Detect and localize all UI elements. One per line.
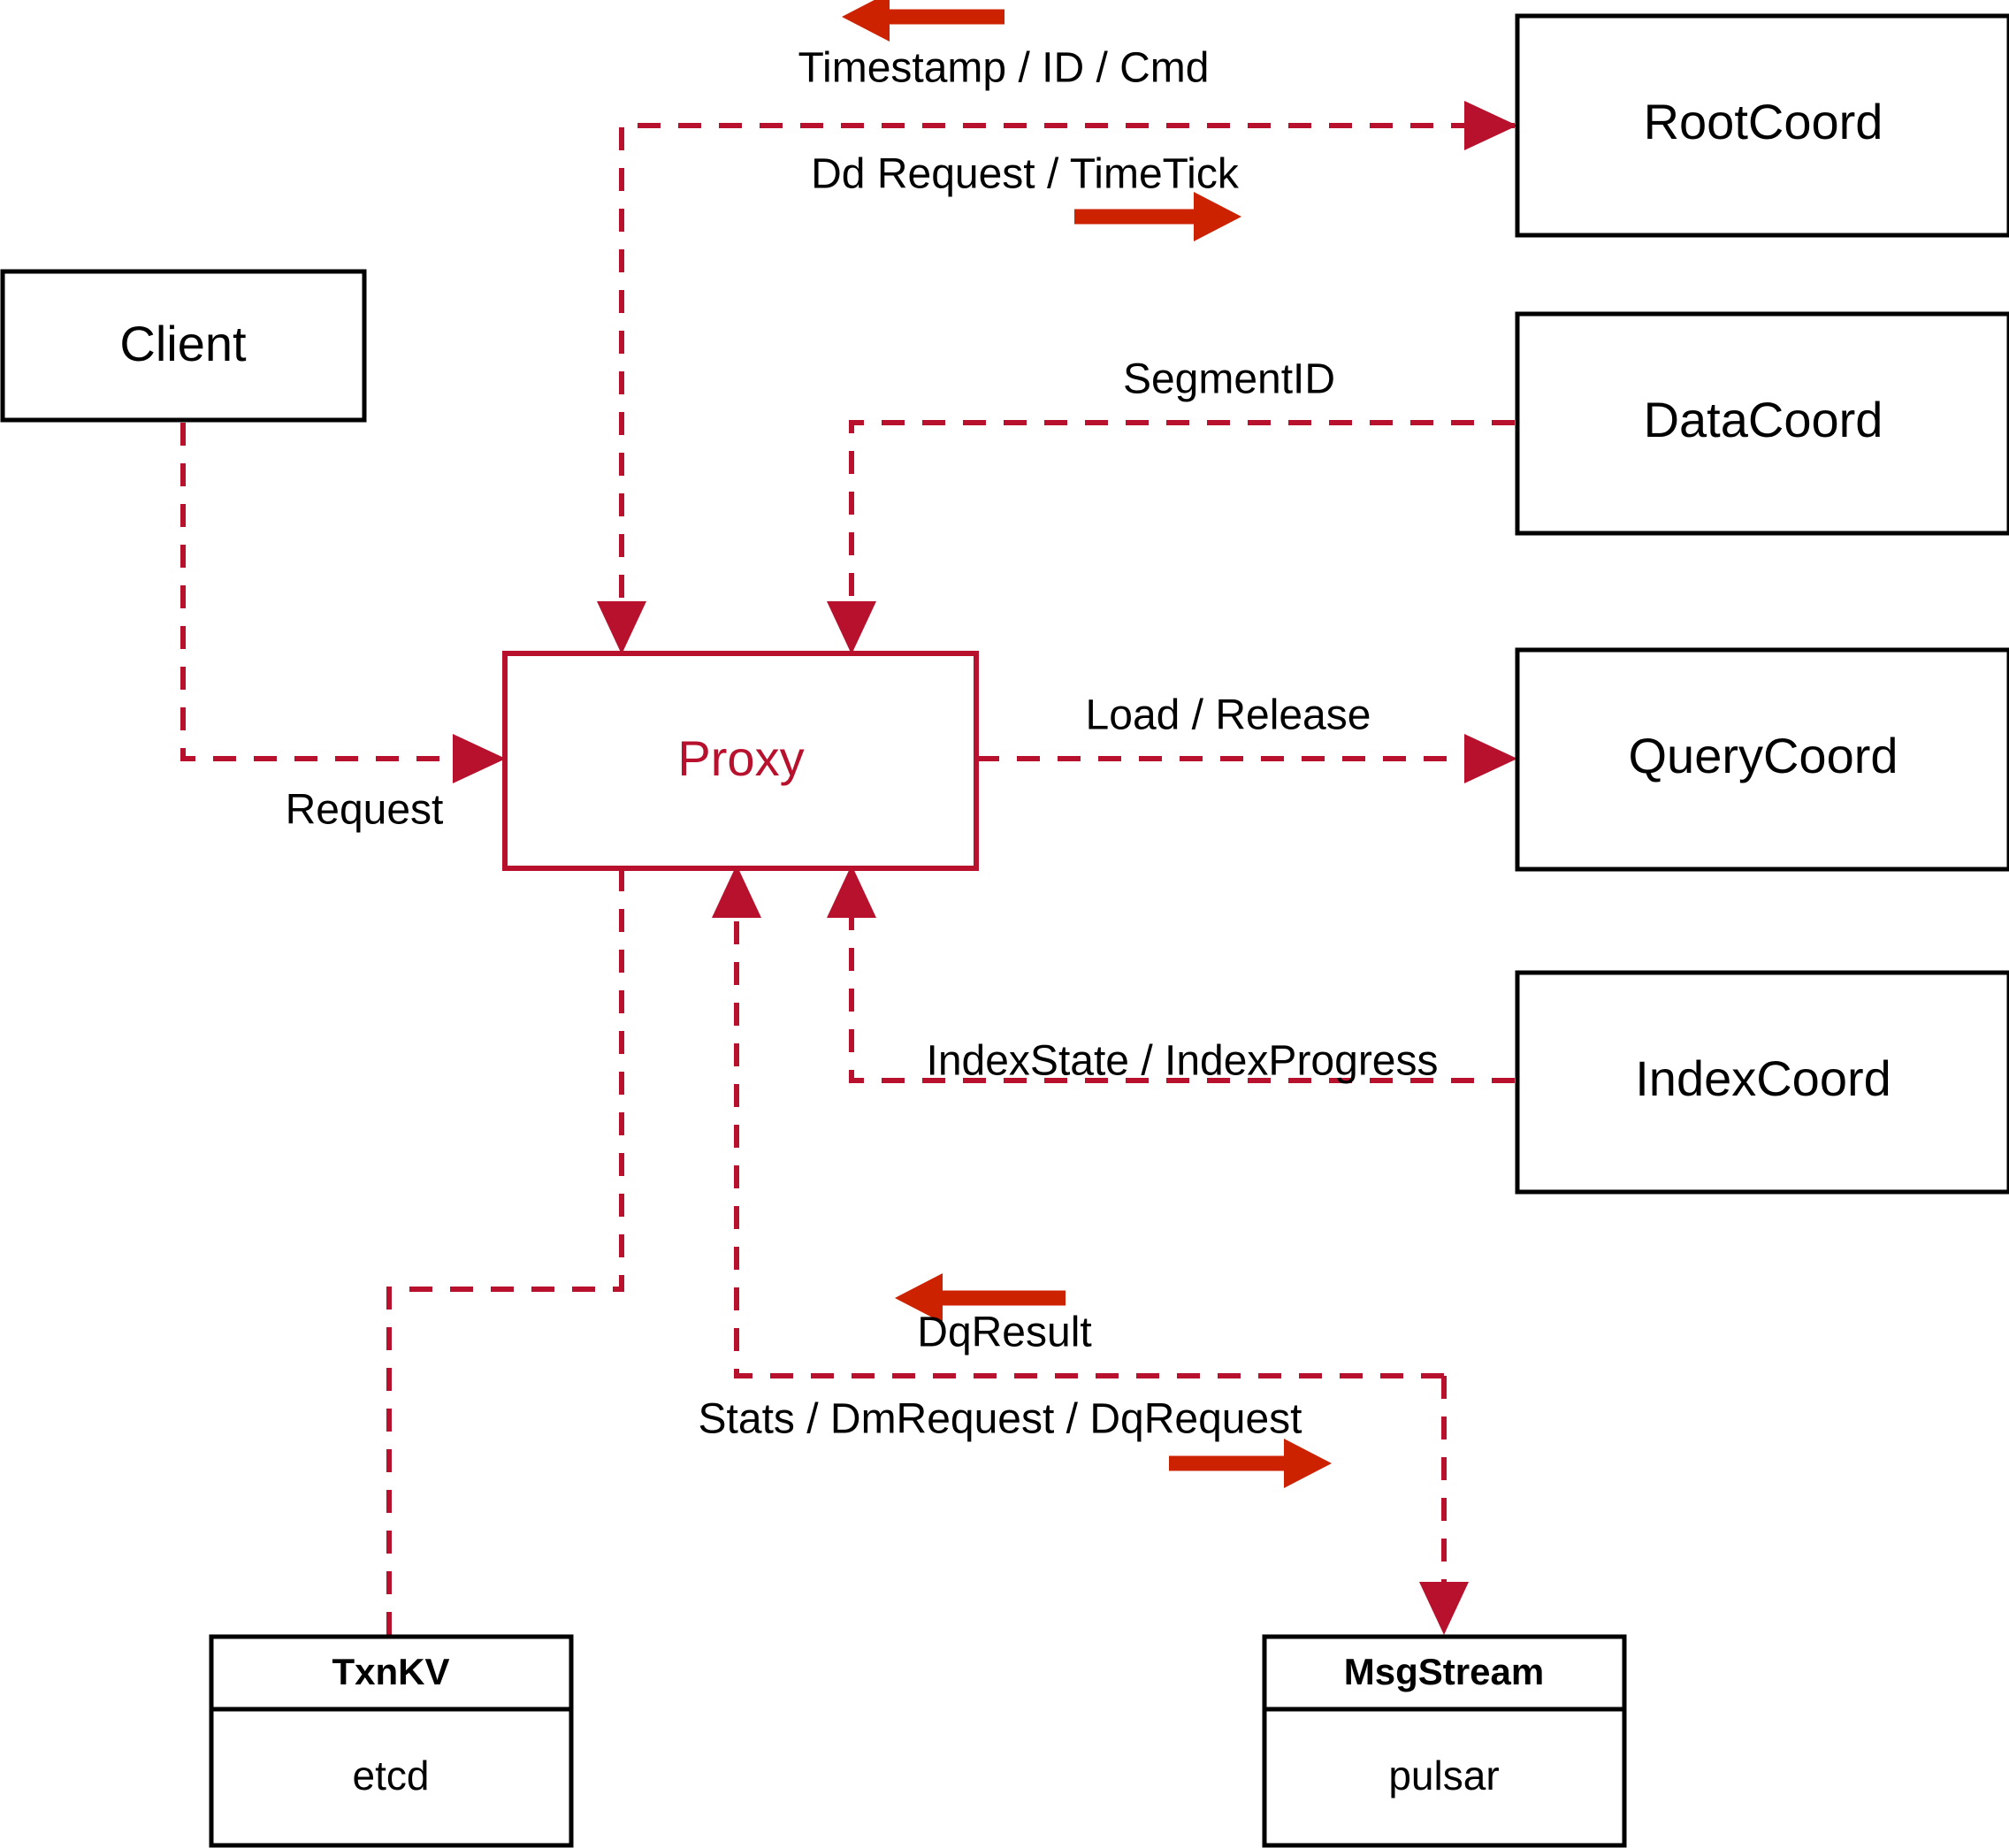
node-datacoord-box[interactable]: [1515, 311, 2009, 536]
edge-proxy-to-rootcoord: [1464, 101, 1517, 150]
node-datacoord-label: DataCoord: [1644, 392, 1883, 447]
arrowhead-proxy-left: [453, 734, 506, 783]
dir-arrow-dqrequest-head: [1284, 1439, 1332, 1488]
edge-path-indexstate: [849, 893, 1515, 1083]
arrowhead-proxy-bottom-mid: [712, 865, 761, 918]
node-indexcoord[interactable]: IndexCoord: [1515, 970, 2009, 1195]
edge-proxy-to-txnkv: [386, 868, 624, 1637]
edge-rootcoord-to-proxy: [597, 123, 1515, 654]
arrowhead-proxy-top-right: [827, 601, 876, 654]
edge-path-txnkv: [386, 868, 624, 1637]
dir-arrow-timestamp-head: [842, 0, 890, 42]
node-rootcoord-label: RootCoord: [1644, 94, 1883, 149]
edge-client-to-proxy: [180, 423, 506, 783]
node-client-box[interactable]: [0, 269, 367, 423]
edge-proxy-to-msgstream: [1419, 1376, 1469, 1635]
edge-label-segmentid: SegmentID: [1123, 356, 1335, 403]
edge-path-request: [180, 423, 473, 761]
edge-datacoord-to-proxy: [827, 420, 1515, 654]
node-rootcoord-box[interactable]: [1515, 13, 2009, 238]
node-rootcoord[interactable]: RootCoord: [1515, 13, 2009, 238]
edge-label-indexstate: IndexState / IndexProgress: [927, 1038, 1439, 1085]
node-querycoord[interactable]: QueryCoord: [1515, 647, 2009, 872]
edge-label-dqrequest: Stats / DmRequest / DqRequest: [699, 1396, 1302, 1443]
node-indexcoord-label: IndexCoord: [1635, 1050, 1891, 1106]
edge-label-timestamp: Timestamp / ID / Cmd: [798, 45, 1210, 92]
node-msgstream[interactable]: MsgStream pulsar: [1262, 1634, 1627, 1848]
node-txnkv-impl: etcd: [353, 1753, 430, 1798]
arrowhead-querycoord-left: [1464, 734, 1517, 783]
node-txnkv-box[interactable]: [209, 1634, 574, 1848]
node-proxy-label: Proxy: [677, 730, 804, 786]
arrowhead-rootcoord-left: [1464, 101, 1517, 150]
node-datacoord[interactable]: DataCoord: [1515, 311, 2009, 536]
node-client[interactable]: Client: [0, 269, 367, 423]
dir-arrow-ddrequest-head: [1194, 192, 1241, 241]
dir-arrow-dqresult-head: [895, 1273, 943, 1323]
node-proxy-box[interactable]: [502, 651, 979, 871]
edge-label-loadrelease: Load / Release: [1086, 692, 1371, 739]
edge-proxy-to-querycoord: [976, 734, 1517, 783]
arrowhead-proxy-bottom-right: [827, 865, 876, 918]
edge-path-segmentid: [849, 420, 1515, 623]
node-txnkv-title: TxnKV: [332, 1651, 449, 1692]
edge-path-rootcoord-in: [619, 123, 1515, 623]
node-client-label: Client: [119, 316, 247, 371]
node-querycoord-box[interactable]: [1515, 647, 2009, 872]
edge-label-dqresult: DqResult: [917, 1310, 1091, 1356]
direction-arrow-timestamp: [842, 0, 1004, 42]
direction-arrow-ddrequest: [1074, 192, 1241, 241]
arrowhead-proxy-top-left: [597, 601, 646, 654]
direction-arrow-dqrequest: [1169, 1439, 1332, 1488]
direction-arrow-dqresult: [895, 1273, 1066, 1323]
edge-indexcoord-to-proxy: [827, 865, 1515, 1083]
node-txnkv[interactable]: TxnKV etcd: [209, 1634, 574, 1848]
edge-label-request: Request: [286, 787, 444, 834]
node-msgstream-box[interactable]: [1262, 1634, 1627, 1848]
edge-path-dqresult: [734, 893, 1444, 1378]
edge-msgstream-to-proxy: [712, 865, 1444, 1378]
node-msgstream-title: MsgStream: [1344, 1651, 1544, 1692]
node-msgstream-impl: pulsar: [1388, 1753, 1499, 1798]
edge-label-ddrequest: Dd Request / TimeTick: [811, 151, 1240, 198]
node-proxy[interactable]: Proxy: [502, 651, 979, 871]
node-querycoord-label: QueryCoord: [1628, 728, 1898, 783]
node-indexcoord-box[interactable]: [1515, 970, 2009, 1195]
arrowhead-msgstream-top: [1419, 1582, 1469, 1635]
